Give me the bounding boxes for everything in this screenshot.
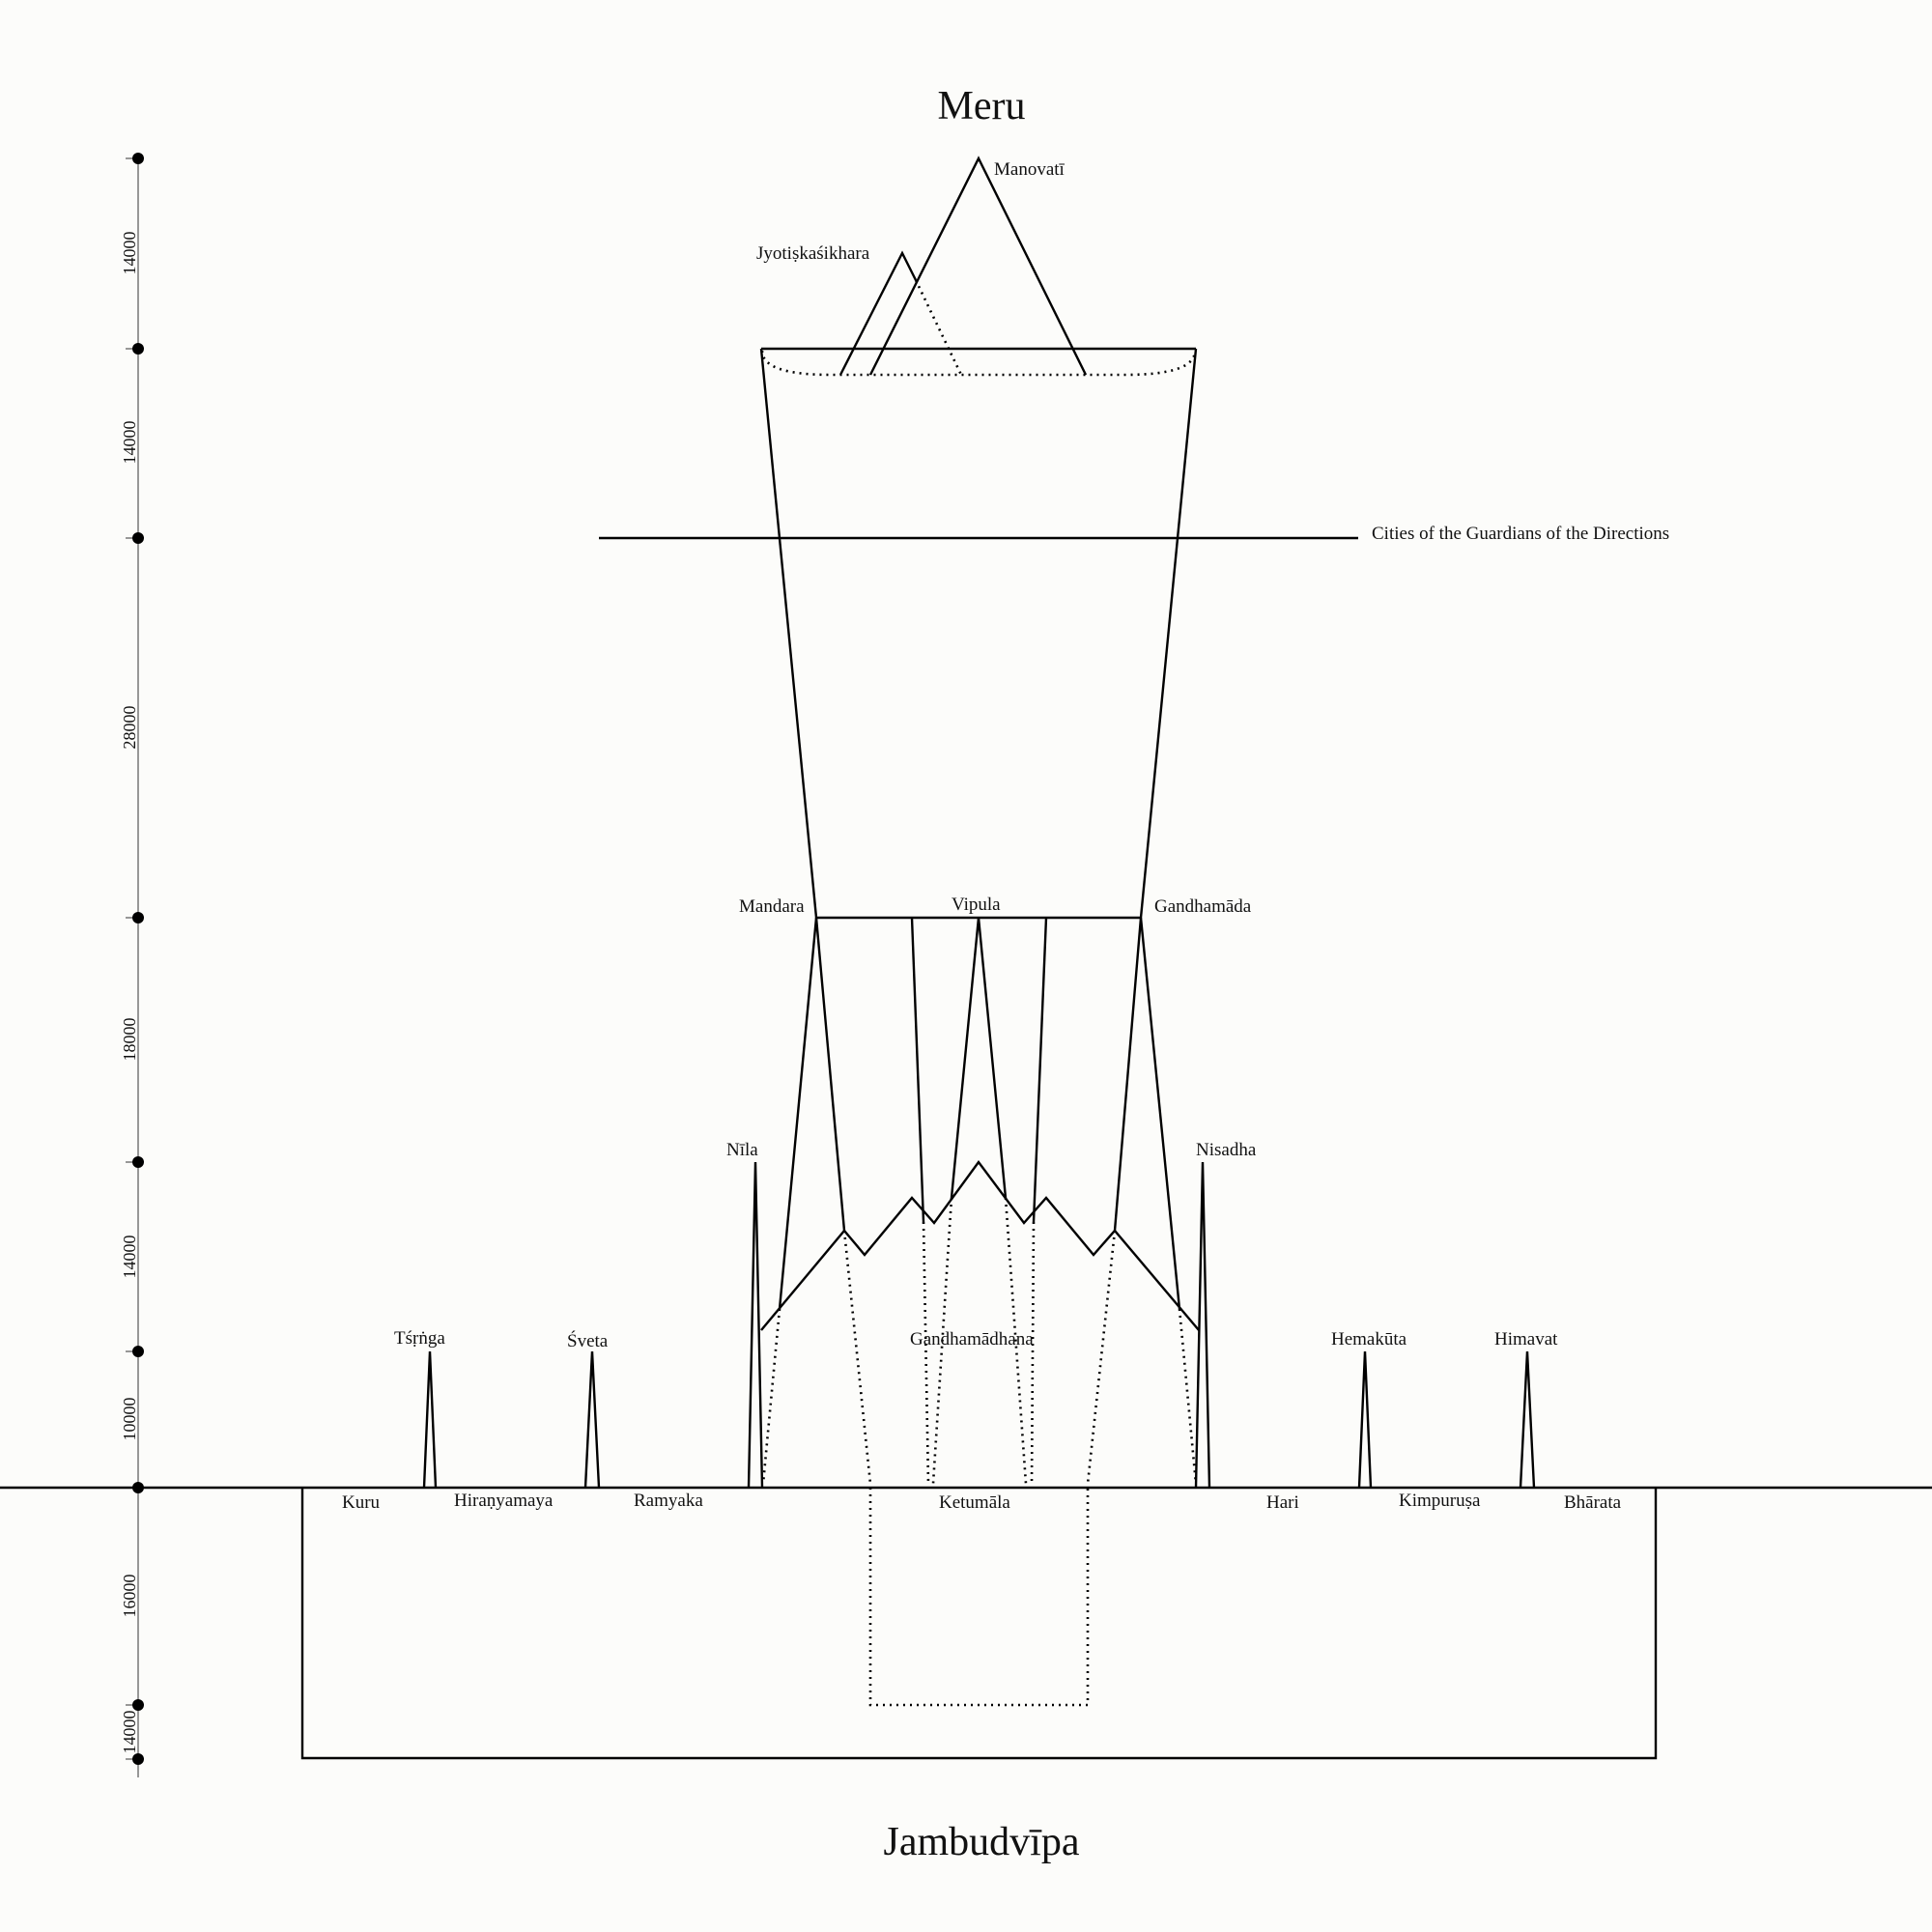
nila-mountain xyxy=(747,1161,764,1489)
mandara-inner-edge xyxy=(814,917,846,1232)
manovati-peak xyxy=(868,156,1088,376)
jambudvipa-box xyxy=(300,1488,1658,1760)
meru-root-dotted xyxy=(868,1488,1090,1707)
gandhamadana-ridge xyxy=(760,1159,1200,1331)
label-manovati: Manovatī xyxy=(994,159,1065,180)
meru-lower xyxy=(760,916,1200,1485)
label-ramyaka: Ramyaka xyxy=(634,1491,703,1511)
label-himavat: Himavat xyxy=(1494,1329,1558,1350)
scale-markers xyxy=(132,153,144,1765)
gandhamada-inner-edge xyxy=(1113,917,1143,1232)
title-meru: Meru xyxy=(938,84,1026,128)
scale-label-1: 14000 xyxy=(120,232,139,275)
label-sveta: Śveta xyxy=(567,1330,609,1351)
scale-label-3: 28000 xyxy=(120,706,139,750)
label-kimpurusa: Kimpuruṣa xyxy=(1399,1491,1481,1511)
label-kuru: Kuru xyxy=(342,1492,381,1513)
scale-marker xyxy=(132,912,144,923)
boundary-mountains xyxy=(422,1161,1536,1489)
label-hiranyamaya: Hiraṇyamaya xyxy=(454,1491,554,1511)
scale-marker xyxy=(132,1699,144,1711)
scale-marker xyxy=(132,532,144,544)
himavat-mountain xyxy=(1519,1350,1536,1489)
jyotiskasikhara-hidden xyxy=(914,279,963,376)
label-gandhamadhana: Gandhamādhana xyxy=(910,1329,1034,1350)
scale-marker xyxy=(132,343,144,355)
jyotiskasikhara-peak xyxy=(838,250,918,376)
buttress-hidden-lines xyxy=(761,1197,1198,1485)
meru-right-edge xyxy=(1139,348,1198,919)
meru-top-ellipse xyxy=(760,350,1197,377)
vipula-center-right xyxy=(977,917,1008,1199)
title-jambudvipa: Jambudvīpa xyxy=(884,1820,1080,1864)
label-nisadha: Nisadha xyxy=(1196,1140,1257,1160)
scale-label-6: 10000 xyxy=(120,1398,139,1441)
label-jyotiskasikhara: Jyotiṣkaśikhara xyxy=(756,243,870,264)
nisadha-mountain xyxy=(1194,1161,1211,1489)
label-gandhamada: Gandhamāda xyxy=(1154,896,1252,917)
label-vipula: Vipula xyxy=(952,895,1001,915)
scale-marker xyxy=(132,1346,144,1357)
scale-ticks xyxy=(126,157,138,1760)
scale-label-2: 14000 xyxy=(120,421,139,465)
label-trinrga: Tśṛṅga xyxy=(394,1328,445,1349)
label-ketumala: Ketumāla xyxy=(939,1492,1010,1513)
label-nila: Nīla xyxy=(726,1140,758,1160)
label-hemakuta: Hemakūta xyxy=(1331,1329,1407,1350)
scale-marker xyxy=(132,153,144,164)
sveta-mountain xyxy=(583,1350,601,1489)
scale-label-4: 18000 xyxy=(120,1018,139,1062)
label-bharata: Bhārata xyxy=(1564,1492,1622,1513)
gandhamada-outer-edge xyxy=(1139,917,1181,1310)
scale-label-5: 14000 xyxy=(120,1236,139,1279)
label-hari: Hari xyxy=(1266,1492,1299,1513)
trinrga-mountain xyxy=(422,1350,438,1489)
meru-upper xyxy=(599,156,1358,919)
label-cities: Cities of the Guardians of the Direction… xyxy=(1372,524,1669,544)
vipula-center-left xyxy=(950,917,980,1199)
label-mandara: Mandara xyxy=(739,896,805,917)
mandara-outer-edge xyxy=(778,917,818,1310)
hemakuta-mountain xyxy=(1357,1350,1373,1489)
scale-marker xyxy=(132,1753,144,1765)
scale-label-8: 14000 xyxy=(120,1711,139,1754)
vipula-right-edge xyxy=(1032,917,1048,1223)
scale-axis: 14000 14000 28000 18000 14000 10000 1600… xyxy=(120,153,144,1777)
scale-label-7: 16000 xyxy=(120,1575,139,1618)
meru-left-edge xyxy=(759,348,818,919)
scale-marker xyxy=(132,1156,144,1168)
vipula-left-edge xyxy=(910,917,925,1223)
